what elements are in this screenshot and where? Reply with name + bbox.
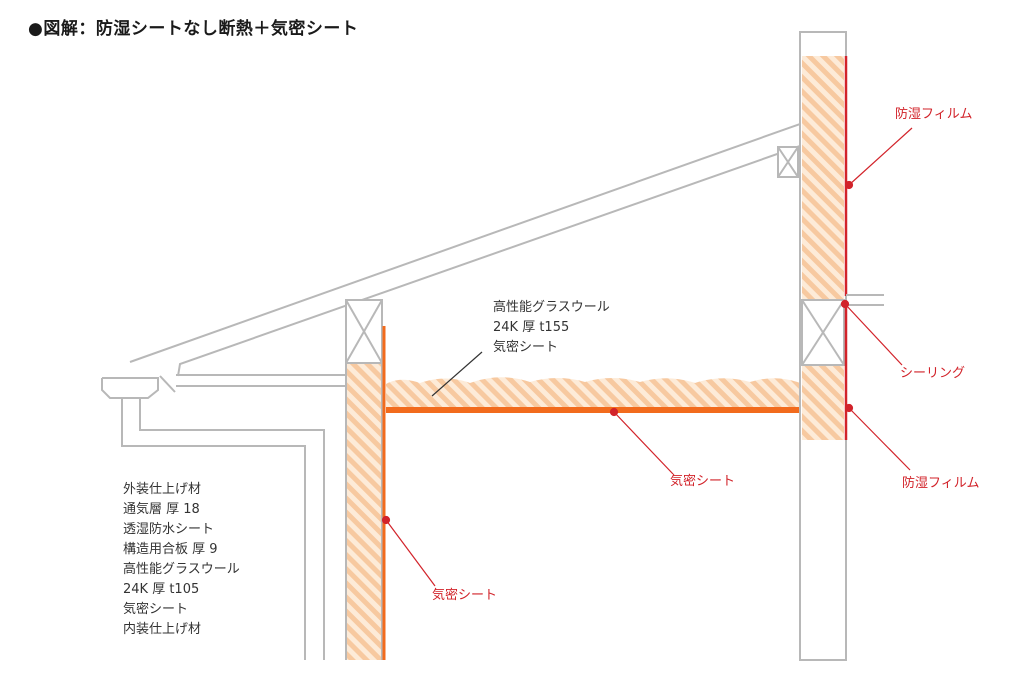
diagram-title: ●図解：防湿シートなし断熱＋気密シート: [28, 19, 359, 39]
wall-spec: 外装仕上げ材 通気層 厚 18 透湿防水シート 構造用合板 厚 9 高性能グラス…: [123, 480, 240, 640]
ceiling-insulation: [386, 377, 800, 413]
wall-spec-line: 構造用合板 厚 9: [123, 542, 218, 557]
roof: [129, 122, 801, 393]
left-wall: [345, 299, 386, 660]
ceiling-spec-leader: [431, 351, 483, 397]
wall-spec-line: 内装仕上げ材: [123, 622, 202, 637]
ceiling-spec-line: 気密シート: [493, 340, 559, 355]
wall-spec-line: 外装仕上げ材: [123, 482, 202, 497]
wall-spec-line: 気密シート: [123, 602, 189, 617]
wall-spec-line: 高性能グラスウール: [123, 562, 240, 577]
ceiling-spec-line: 高性能グラスウール: [493, 300, 610, 315]
wall-spec-line: 24K 厚 t105: [123, 582, 200, 597]
label-vapor-film-bottom: 防湿フィルム: [902, 476, 980, 491]
callouts: [381, 127, 913, 587]
eave: [101, 374, 345, 660]
label-sealing: シーリング: [900, 366, 966, 381]
ceiling-spec: 高性能グラスウール 24K 厚 t155 気密シート: [493, 298, 610, 358]
right-wall: [799, 31, 884, 661]
ceiling-spec-line: 24K 厚 t155: [493, 320, 570, 335]
label-airtight-ceiling: 気密シート: [670, 474, 736, 489]
label-vapor-film-top: 防湿フィルム: [895, 107, 973, 122]
wall-spec-line: 透湿防水シート: [123, 522, 215, 537]
wall-spec-line: 通気層 厚 18: [123, 502, 200, 517]
label-airtight-wall: 気密シート: [432, 588, 498, 603]
